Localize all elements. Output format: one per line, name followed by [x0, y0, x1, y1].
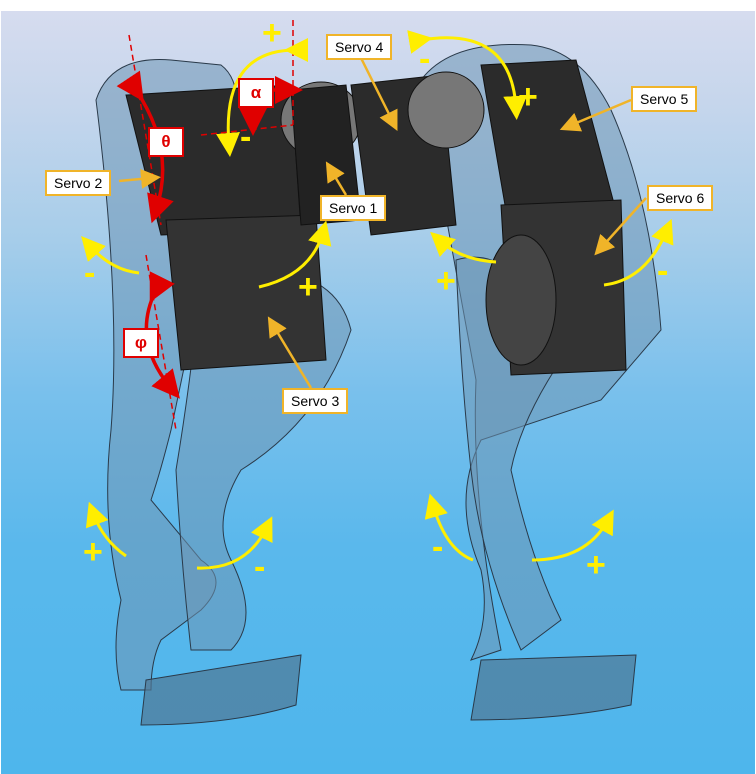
minus-sign: -: [240, 118, 252, 156]
minus-sign: -: [419, 40, 431, 78]
plus-sign: +: [83, 533, 103, 571]
servo-6-label: Servo 6: [647, 185, 714, 211]
plus-sign: +: [262, 14, 282, 52]
alpha-angle-label: α: [238, 78, 274, 108]
servo-4-label: Servo 4: [326, 34, 393, 60]
minus-sign: -: [657, 252, 669, 290]
servo-3-label: Servo 3: [282, 388, 349, 414]
servo-2-label: Servo 2: [45, 170, 112, 196]
minus-sign: -: [84, 254, 96, 292]
phi-angle-label: φ: [123, 328, 159, 358]
direction-arrows: [81, 30, 674, 570]
plus-sign: +: [518, 78, 538, 116]
leader-lines: [118, 57, 647, 389]
plus-sign: +: [586, 546, 606, 584]
diagram-canvas: [1, 11, 755, 774]
theta-angle-label: θ: [148, 127, 184, 157]
plus-sign: +: [436, 262, 456, 300]
servo-5-label: Servo 5: [631, 86, 698, 112]
robot-legs-drawing: [81, 20, 674, 726]
minus-sign: -: [254, 548, 266, 586]
plus-sign: +: [298, 268, 318, 306]
servo-1-label: Servo 1: [320, 195, 387, 221]
minus-sign: -: [432, 528, 444, 566]
